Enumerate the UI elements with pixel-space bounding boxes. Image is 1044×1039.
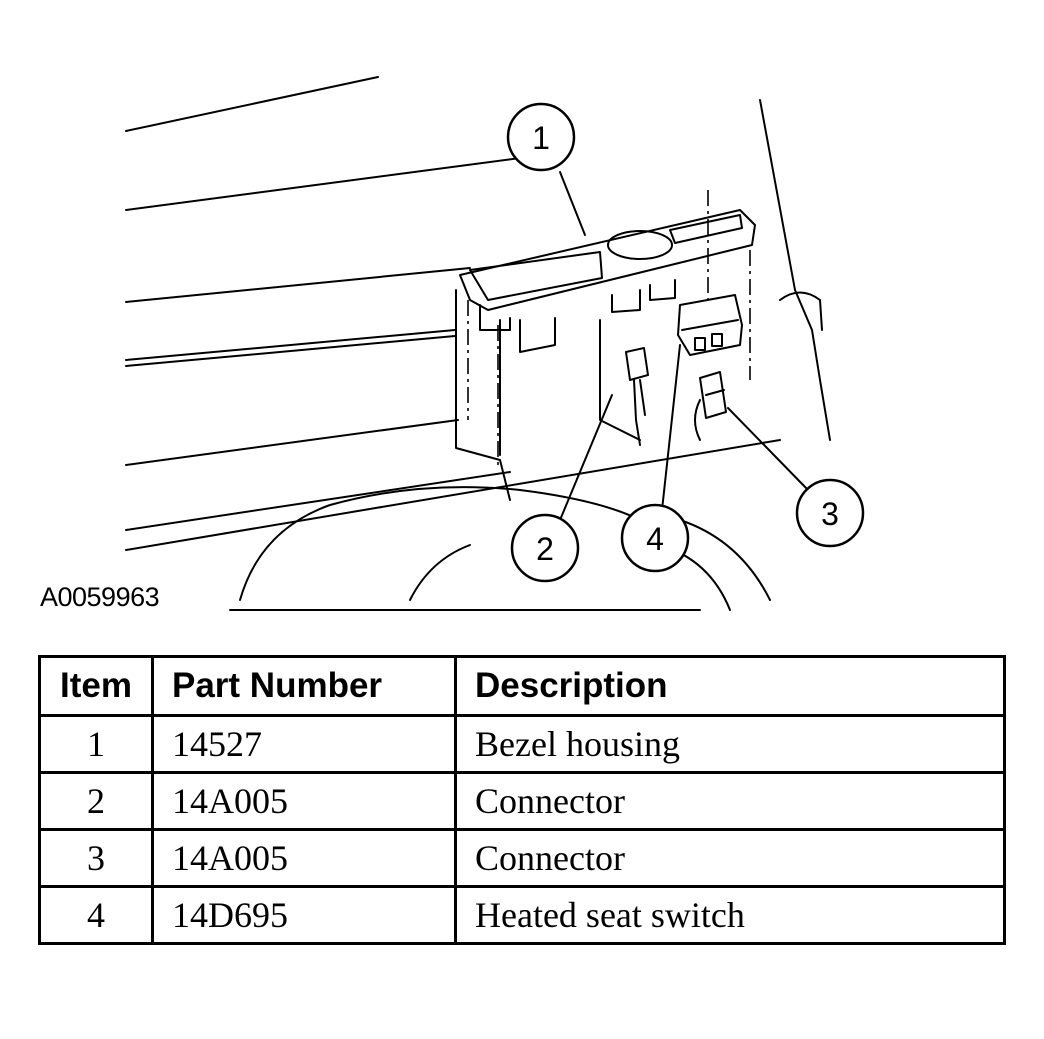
callout-2: 2 bbox=[510, 513, 580, 583]
panel-curve bbox=[239, 486, 641, 601]
parts-table: Item Part Number Description 1 14527 Bez… bbox=[38, 655, 1006, 945]
cell-part-number: 14D695 bbox=[151, 885, 457, 945]
cell-part-number: 14527 bbox=[151, 714, 457, 774]
panel-line bbox=[125, 267, 471, 303]
panel-line bbox=[125, 335, 456, 367]
panel-curve bbox=[679, 519, 771, 601]
cell-description: Bezel housing bbox=[454, 714, 1006, 774]
cell-item: 3 bbox=[38, 828, 154, 888]
svg-text:3: 3 bbox=[821, 496, 839, 532]
panel-line bbox=[125, 329, 456, 361]
figure-id: A0059963 bbox=[40, 582, 160, 612]
header-description: Description bbox=[454, 655, 1006, 717]
heated-seat-switch-drawing bbox=[677, 294, 743, 356]
panel-line bbox=[125, 419, 459, 466]
leader-line-1 bbox=[559, 171, 586, 236]
cell-item: 1 bbox=[38, 714, 154, 774]
connector-3-drawing bbox=[694, 371, 727, 441]
svg-text:1: 1 bbox=[532, 120, 550, 156]
header-part-number: Part Number bbox=[151, 655, 457, 717]
cell-description: Connector bbox=[454, 771, 1006, 831]
cell-item: 2 bbox=[38, 771, 154, 831]
table-row: 3 14A005 Connector bbox=[38, 828, 1006, 888]
callout-1: 1 bbox=[506, 102, 576, 172]
leader-line-2 bbox=[559, 394, 613, 521]
panel-right-detail bbox=[779, 291, 823, 331]
bezel-housing-drawing bbox=[459, 209, 756, 353]
table-row: 2 14A005 Connector bbox=[38, 771, 1006, 831]
mounting-recess bbox=[455, 289, 511, 501]
mounting-recess bbox=[599, 319, 641, 441]
cell-part-number: 14A005 bbox=[151, 828, 457, 888]
exploded-view-illustration: 1 2 3 4 bbox=[125, 76, 865, 611]
svg-text:2: 2 bbox=[536, 531, 554, 567]
cell-item: 4 bbox=[38, 885, 154, 945]
table-row: 1 14527 Bezel housing bbox=[38, 714, 1006, 774]
cell-description: Connector bbox=[454, 828, 1006, 888]
svg-text:4: 4 bbox=[646, 521, 664, 557]
callout-4: 4 bbox=[620, 503, 690, 573]
cell-part-number: 14A005 bbox=[151, 771, 457, 831]
connector-2-drawing bbox=[625, 347, 649, 446]
panel-line bbox=[125, 157, 521, 211]
header-item: Item bbox=[38, 655, 154, 717]
table-header-row: Item Part Number Description bbox=[38, 655, 1006, 717]
table-row: 4 14D695 Heated seat switch bbox=[38, 885, 1006, 945]
leader-line-4 bbox=[661, 344, 681, 511]
cell-description: Heated seat switch bbox=[454, 885, 1006, 945]
panel-line bbox=[125, 471, 511, 531]
panel-top-edge bbox=[125, 76, 379, 132]
leader-line-3 bbox=[727, 407, 809, 491]
panel-curve bbox=[409, 544, 471, 601]
callout-3: 3 bbox=[795, 478, 865, 548]
panel-right-edge bbox=[759, 99, 831, 441]
panel-line bbox=[125, 439, 781, 551]
